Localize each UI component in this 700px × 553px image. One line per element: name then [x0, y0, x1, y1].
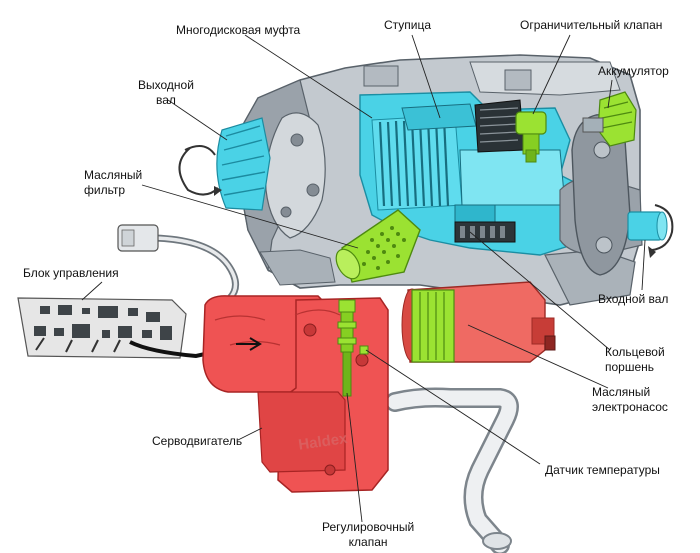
label-oil-pump: Масляный электронасос [592, 385, 668, 414]
label-servo-motor: Серводвигатель [152, 434, 243, 448]
haldex-logo: Haldex [297, 430, 349, 454]
limit-valve [515, 111, 547, 163]
oil-filter [335, 209, 421, 283]
leader-lines [81, 34, 646, 523]
label-ring-piston: Кольцевой поршень [605, 345, 665, 374]
wiring-cable [117, 224, 239, 301]
oil-return-pipe [385, 387, 519, 553]
accumulator [582, 91, 637, 147]
label-output-shaft: Выходной вал [138, 78, 194, 107]
label-oil-filter: Масляный фильтр [84, 168, 143, 197]
label-control-unit: Блок управления [23, 266, 119, 280]
label-temp-sensor: Датчик температуры [545, 463, 660, 477]
label-multi-disc-clutch: Многодисковая муфта [176, 23, 301, 37]
output-shaft [178, 117, 271, 211]
control-unit [17, 297, 224, 360]
servo-motor [202, 295, 389, 493]
input-shaft [559, 114, 674, 276]
label-accumulator: Аккумулятор [598, 64, 669, 78]
label-limit-valve: Ограничительный клапан [520, 18, 663, 32]
label-input-shaft: Входной вал [598, 292, 669, 306]
label-control-valve: Регулировочный клапан [322, 520, 415, 549]
oil-electric-pump [401, 281, 556, 363]
control-valve [337, 299, 369, 397]
label-hub: Ступица [384, 18, 432, 32]
